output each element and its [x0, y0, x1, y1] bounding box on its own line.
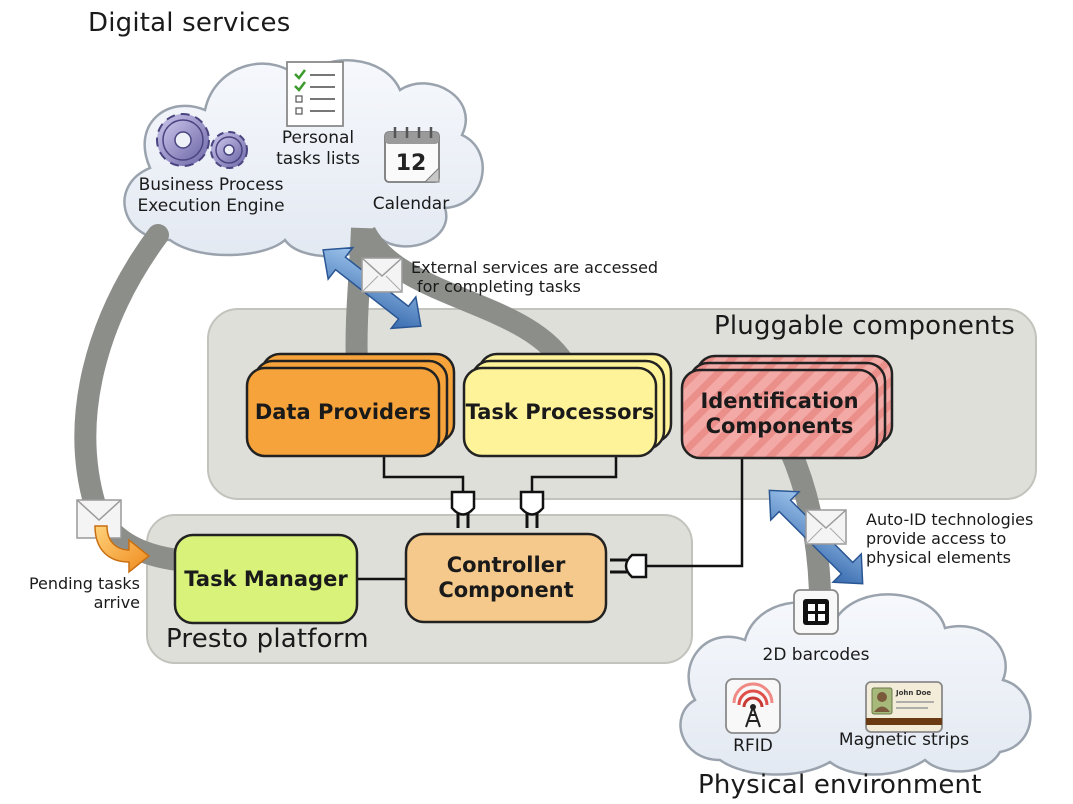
physical-environment-title: Physical environment: [698, 770, 982, 800]
data-providers-flow: [345, 227, 373, 369]
gears-icon: [156, 113, 248, 169]
card-name-text: John Doe: [895, 689, 931, 697]
bpe-label-line2: Execution Engine: [137, 196, 285, 216]
magnetic-card-icon: John Doe: [865, 681, 943, 733]
plug-icon-identification: [610, 553, 648, 579]
identification-stack: [680, 354, 894, 460]
envelope-icon-autoid: [805, 509, 847, 545]
plug-connectors: [357, 453, 744, 581]
identification-label-line2: Components: [705, 414, 854, 438]
controller-component-box: [404, 532, 608, 624]
plug-icon-task-processors: [519, 490, 545, 528]
autoid-note-line3: physical elements: [866, 548, 1011, 567]
controller-label-line1: Controller: [446, 553, 566, 577]
identification-label: Identification Components: [682, 370, 877, 458]
magnetic-strips-label: Magnetic strips: [838, 730, 970, 750]
digital-services-title: Digital services: [88, 8, 291, 38]
task-list-icon: [286, 61, 344, 127]
task-manager-label: Task Manager: [184, 566, 348, 591]
calendar-label: Calendar: [372, 194, 450, 214]
tasks-label: Personal tasks lists: [268, 128, 368, 170]
task-processors-flow: [355, 226, 577, 374]
task-processors-stack: [462, 352, 673, 458]
rfid-icon: [725, 678, 781, 734]
controller-label-line2: Component: [438, 578, 574, 602]
pending-note-line1: Pending tasks: [28, 574, 140, 593]
calendar-day-text: 12: [396, 151, 427, 176]
external-services-note: External services are accessed for compl…: [411, 258, 658, 296]
bpe-label-line1: Business Process: [138, 175, 284, 195]
envelope-icon-external: [361, 257, 403, 293]
pending-note-line2: arrive: [93, 593, 140, 612]
tasks-label-line1: Personal: [281, 128, 355, 148]
task-processors-label: Task Processors: [465, 399, 655, 424]
data-providers-label: Data Providers: [254, 399, 432, 424]
autoid-note-line1: Auto-ID technologies: [866, 510, 1034, 529]
data-providers-stack: [245, 352, 456, 458]
rfid-label: RFID: [733, 736, 773, 756]
controller-component-label: Controller Component: [406, 534, 606, 622]
barcodes-label: 2D barcodes: [762, 645, 870, 665]
pending-tasks-note: Pending tasks arrive: [4, 574, 140, 612]
bpe-label: Business Process Execution Engine: [126, 175, 296, 217]
tasks-label-line2: tasks lists: [276, 149, 360, 169]
calendar-icon: 12: [384, 127, 440, 183]
presto-platform-title: Presto platform: [166, 624, 369, 654]
auto-id-note: Auto-ID technologies provide access to p…: [866, 510, 1033, 567]
external-note-line2: for completing tasks: [417, 277, 581, 296]
pending-arrow-icon: [94, 525, 151, 574]
external-note-line1: External services are accessed: [411, 258, 659, 277]
pluggable-components-title: Pluggable components: [714, 311, 1015, 341]
plug-icon-data-providers: [450, 490, 476, 528]
autoid-note-line2: provide access to: [866, 529, 1007, 548]
barcode-icon: [793, 589, 839, 635]
task-manager-box: [173, 533, 359, 625]
identification-label-line1: Identification: [700, 389, 859, 413]
